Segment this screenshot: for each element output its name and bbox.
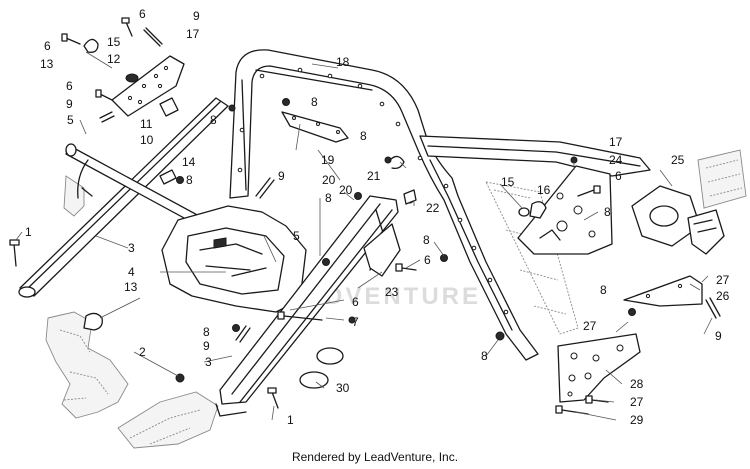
- callout-24: 24: [609, 153, 623, 167]
- callout-3-left: 3: [128, 241, 135, 255]
- callout-8-j: 8: [604, 205, 611, 219]
- callout-8-g: 8: [203, 325, 210, 339]
- callout-8-d: 8: [325, 191, 332, 205]
- callout-9-left: 9: [66, 97, 73, 111]
- callout-20-b: 20: [339, 183, 353, 197]
- mount-plate: [111, 55, 185, 117]
- callout-10: 10: [140, 133, 154, 147]
- callout-27-b: 27: [583, 319, 597, 333]
- callout-6-left: 6: [44, 39, 51, 53]
- lower-bracket: [623, 275, 703, 307]
- render-credit: Rendered by LeadVenture, Inc.: [291, 450, 459, 464]
- callout-9-center: 9: [278, 169, 285, 183]
- callout-30: 30: [336, 381, 350, 395]
- callout-14: 14: [182, 155, 196, 169]
- leader-lines: [15, 51, 713, 421]
- clamp-loops: [83, 38, 103, 331]
- callout-23: 23: [385, 285, 399, 299]
- brace-bracket: [281, 111, 349, 143]
- callout-27-c: 27: [630, 395, 644, 409]
- callout-15-top: 15: [107, 35, 121, 49]
- callout-9-right: 9: [715, 329, 722, 343]
- callout-11: 11: [140, 117, 153, 131]
- callout-6-mid: 6: [66, 79, 73, 93]
- callout-17-right: 17: [609, 135, 623, 149]
- callout-27-a: 27: [716, 273, 730, 287]
- callout-12: 12: [107, 52, 121, 66]
- spring-pins: [99, 27, 721, 343]
- bolts: [9, 17, 609, 415]
- callout-8-i: 8: [600, 283, 607, 297]
- ghost-frame-left: [45, 175, 219, 449]
- callout-17-top: 17: [186, 27, 200, 41]
- callout-29: 29: [630, 413, 644, 427]
- callout-4: 4: [128, 265, 135, 279]
- callout-8-a: 8: [210, 113, 217, 127]
- callout-9-top: 9: [193, 9, 200, 23]
- callout-20-a: 20: [322, 173, 336, 187]
- callout-1-bottom: 1: [287, 413, 294, 427]
- callout-21: 21: [367, 169, 381, 183]
- callout-13-lower: 13: [124, 280, 138, 294]
- callout-22: 22: [426, 201, 440, 215]
- gusset-bracket: [363, 223, 401, 277]
- callout-5-right: 5: [293, 229, 300, 243]
- callout-19: 19: [321, 153, 335, 167]
- callout-labels: 1 1 2 3 3 4 5 5 6 6 6 6 6 6 7 8 8 8 8 8 …: [25, 7, 730, 427]
- lower-front-tube: [18, 97, 229, 298]
- hose-clamps: [299, 347, 344, 389]
- callout-8-c: 8: [186, 173, 193, 187]
- small-hardware: [159, 155, 547, 219]
- callout-9-lower: 9: [203, 339, 210, 353]
- rear-hoop-top: [419, 135, 651, 177]
- callout-8-h: 8: [481, 349, 488, 363]
- callout-16: 16: [537, 183, 551, 197]
- callout-2: 2: [139, 345, 146, 359]
- callout-6-right-b: 6: [615, 169, 622, 183]
- callout-6-top: 6: [139, 7, 146, 21]
- callout-7: 7: [352, 315, 359, 329]
- ghost-frame-right: [485, 149, 747, 335]
- lower-side-tube: [215, 195, 399, 417]
- callout-1-left: 1: [25, 225, 32, 239]
- callout-6-center: 6: [352, 295, 359, 309]
- callout-8-e: 8: [360, 129, 367, 143]
- dash-panel: [161, 205, 307, 313]
- callout-8-b: 8: [311, 95, 318, 109]
- callout-3-right: 3: [205, 355, 212, 369]
- callout-13-top: 13: [40, 57, 54, 71]
- callout-18: 18: [336, 55, 350, 69]
- side-plate: [517, 165, 613, 255]
- callout-28: 28: [630, 377, 644, 391]
- callout-15-right: 15: [501, 175, 515, 189]
- bottom-plate: [557, 333, 641, 403]
- callout-6-right-a: 6: [424, 253, 431, 267]
- callout-8-f: 8: [423, 233, 430, 247]
- callout-25: 25: [671, 153, 685, 167]
- callout-26: 26: [716, 289, 730, 303]
- roll-bar-hoop: [229, 49, 539, 361]
- grip-assembly: [631, 185, 725, 255]
- callout-5-left: 5: [67, 113, 74, 127]
